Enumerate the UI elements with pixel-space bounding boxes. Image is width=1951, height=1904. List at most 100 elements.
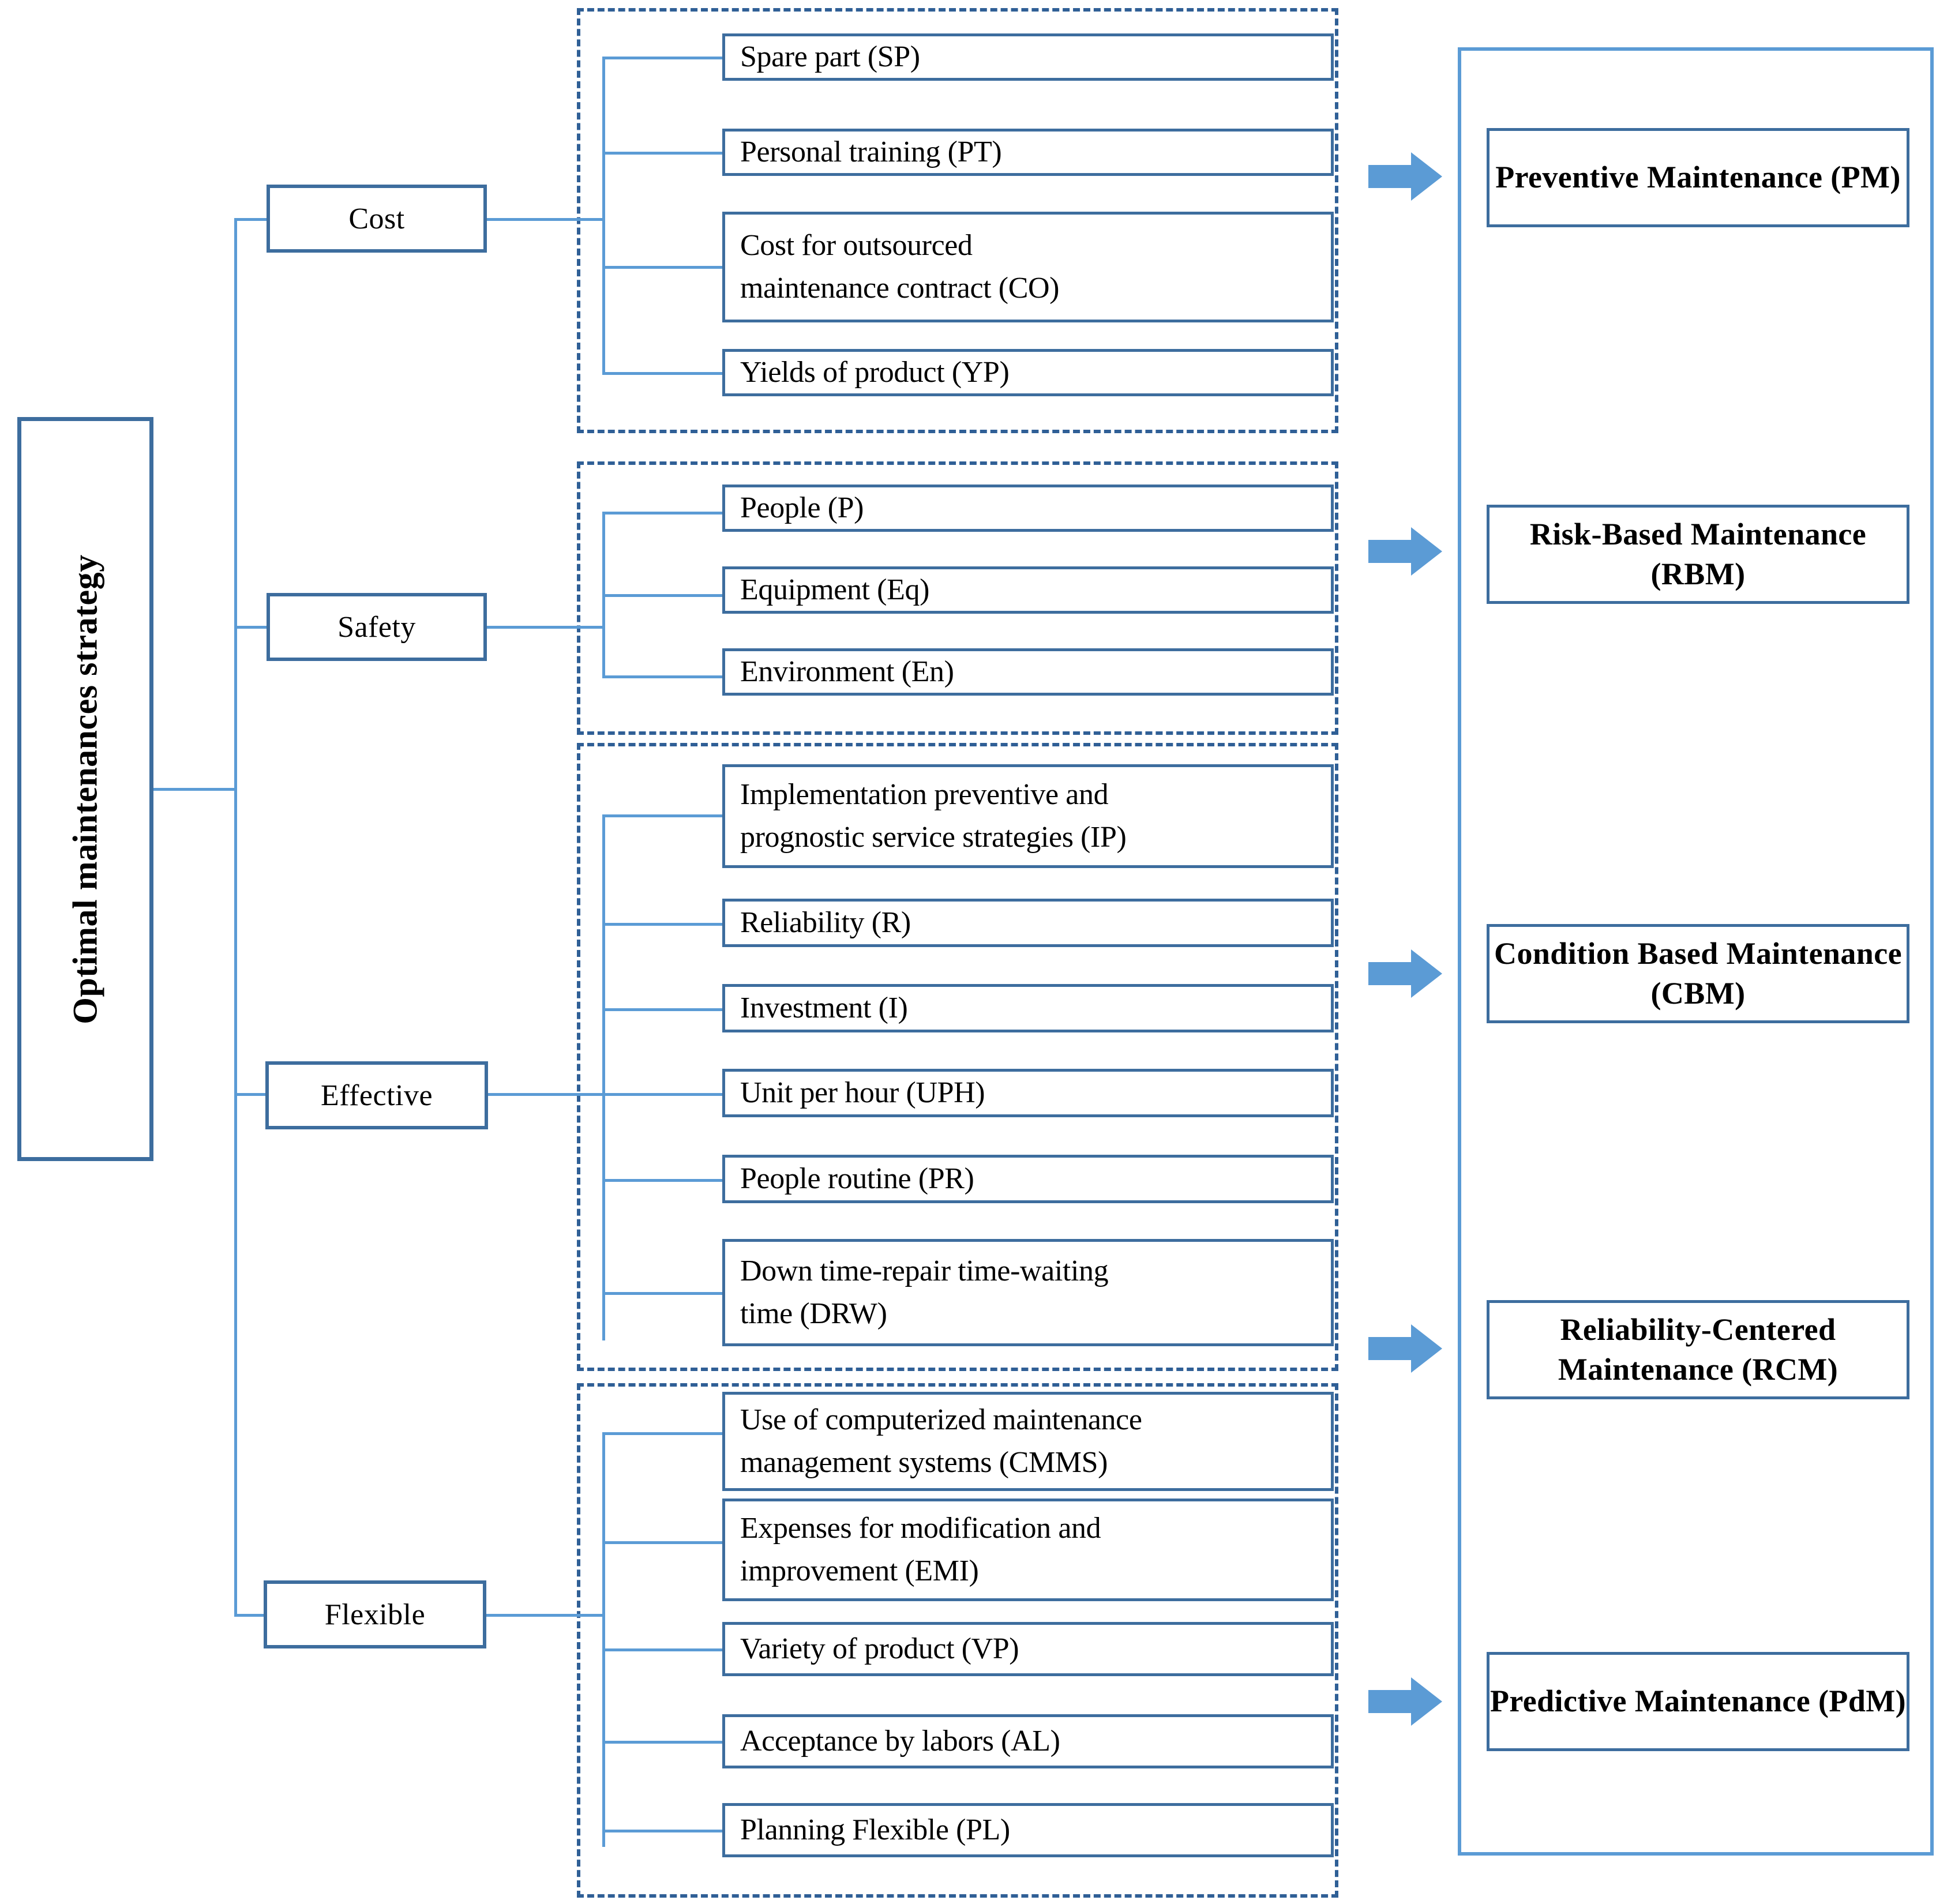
connector-safety-branch-2 [602, 594, 725, 597]
criteria-box-yields-of-product: Yields of product (YP) [722, 349, 1334, 396]
criteria-box-cost-outsourced-text: Cost for outsourced maintenance contract… [740, 224, 1059, 310]
connector-to-safety [234, 626, 268, 629]
connector-root-stem [153, 788, 237, 791]
criteria-box-people: People (P) [722, 485, 1334, 532]
criteria-box-cmms: Use of computerized maintenance manageme… [722, 1392, 1334, 1491]
criteria-box-acceptance-by-labors-line1: Acceptance by labors (AL) [740, 1725, 1060, 1758]
root-node-optimal-maintenances-strategy: Optimal maintenances strategy [17, 417, 153, 1161]
arrow-to-condition-based-maintenance [1368, 946, 1443, 1001]
criteria-box-people-routine: People routine (PR) [722, 1155, 1334, 1203]
connector-effective-branch-4 [602, 1093, 725, 1096]
criteria-box-down-time-repair-line1: Down time-repair time-waiting [740, 1255, 1109, 1288]
connector-effective-branch-3 [602, 1008, 725, 1011]
strategy-box-reliability-centered-maintenance-line1: Reliability-Centered [1560, 1312, 1836, 1347]
strategy-box-predictive-maintenance-line1: Predictive [1489, 1684, 1627, 1719]
connector-effective-branch-2 [602, 923, 725, 926]
connector-cost-spine [602, 57, 605, 375]
criteria-box-equipment: Equipment (Eq) [722, 566, 1334, 614]
connector-cost-branch-1 [602, 57, 725, 59]
criteria-box-expenses-modification-line1: Expenses for modification and [740, 1512, 1101, 1545]
criterion-node-safety: Safety [267, 593, 487, 661]
connector-to-effective [234, 1093, 268, 1096]
criteria-box-equipment-line1: Equipment (Eq) [740, 573, 929, 607]
strategy-box-reliability-centered-maintenance-line2: Maintenance (RCM) [1558, 1352, 1839, 1387]
criteria-box-implementation-preventive-text: Implementation preventive and prognostic… [740, 773, 1127, 859]
group-frame-safety [577, 461, 1338, 735]
criteria-box-investment: Investment (I) [722, 984, 1334, 1032]
connector-cost-branch-2 [602, 152, 725, 155]
group-frame-effective [577, 743, 1338, 1371]
connector-flexible-branch-2 [602, 1541, 725, 1544]
criteria-box-investment-line1: Investment (I) [740, 992, 908, 1025]
strategies-outer-frame [1458, 47, 1934, 1856]
criteria-box-planning-flexible: Planning Flexible (PL) [722, 1803, 1334, 1857]
connector-cost-stem [487, 218, 605, 221]
criteria-box-acceptance-by-labors: Acceptance by labors (AL) [722, 1714, 1334, 1768]
criteria-box-people-line1: People (P) [740, 491, 864, 525]
criterion-node-effective: Effective [265, 1061, 488, 1129]
arrow-to-predictive-maintenance [1368, 1674, 1443, 1729]
arrow-to-preventive-maintenance [1368, 149, 1443, 204]
criteria-box-cmms-text: Use of computerized maintenance manageme… [740, 1399, 1142, 1484]
strategy-box-condition-based-maintenance-line1: Condition Based [1494, 936, 1719, 971]
criteria-box-cmms-line1: Use of computerized maintenance [740, 1403, 1142, 1437]
criteria-box-variety-of-product-line1: Variety of product (VP) [740, 1632, 1019, 1666]
connector-safety-branch-3 [602, 675, 725, 678]
strategy-box-condition-based-maintenance-text: Condition Based Maintenance (CBM) [1489, 934, 1907, 1013]
criteria-box-cost-outsourced-line1: Cost for outsourced [740, 229, 973, 262]
criterion-node-safety-label: Safety [337, 610, 416, 644]
criteria-box-down-time-repair-text: Down time-repair time-waiting time (DRW) [740, 1250, 1109, 1335]
criterion-node-effective-label: Effective [320, 1079, 433, 1112]
criteria-box-yields-of-product-line1: Yields of product (YP) [740, 356, 1010, 389]
strategy-box-preventive-maintenance-line2: Maintenance (PM) [1647, 160, 1901, 195]
criteria-box-implementation-preventive: Implementation preventive and prognostic… [722, 764, 1334, 868]
criteria-box-unit-per-hour: Unit per hour (UPH) [722, 1069, 1334, 1117]
criteria-box-cmms-line2: management systems (CMMS) [740, 1446, 1108, 1479]
criteria-box-spare-part: Spare part (SP) [722, 33, 1334, 81]
criterion-node-flexible-label: Flexible [324, 1598, 426, 1631]
connector-effective-spine [602, 814, 605, 1340]
connector-flexible-branch-4 [602, 1741, 725, 1744]
connector-effective-stem [488, 1093, 605, 1096]
strategy-box-condition-based-maintenance: Condition Based Maintenance (CBM) [1487, 924, 1909, 1023]
connector-flexible-spine [602, 1432, 605, 1847]
criteria-box-people-routine-line1: People routine (PR) [740, 1162, 974, 1196]
criteria-box-cost-outsourced: Cost for outsourced maintenance contract… [722, 212, 1334, 322]
connector-cost-branch-4 [602, 372, 725, 375]
criterion-node-cost-label: Cost [348, 202, 405, 235]
criteria-box-implementation-preventive-line1: Implementation preventive and [740, 778, 1109, 812]
root-node-label: Optimal maintenances strategy [66, 554, 104, 1024]
criteria-box-variety-of-product: Variety of product (VP) [722, 1622, 1334, 1676]
strategy-box-predictive-maintenance-line2: Maintenance (PdM) [1634, 1684, 1907, 1719]
connector-main-spine [234, 218, 237, 1616]
criterion-node-flexible: Flexible [264, 1580, 486, 1648]
criteria-box-reliability-line1: Reliability (R) [740, 906, 911, 940]
connector-effective-branch-1 [602, 814, 725, 817]
criteria-box-planning-flexible-line1: Planning Flexible (PL) [740, 1813, 1010, 1847]
connector-safety-branch-1 [602, 512, 725, 515]
strategy-box-predictive-maintenance: Predictive Maintenance (PdM) [1487, 1652, 1909, 1751]
strategy-box-condition-based-maintenance-line2: Maintenance (CBM) [1650, 936, 1902, 1011]
strategy-box-reliability-centered-maintenance: Reliability-Centered Maintenance (RCM) [1487, 1300, 1909, 1399]
criteria-box-expenses-modification-text: Expenses for modification and improvemen… [740, 1507, 1101, 1593]
criteria-box-personal-training: Personal training (PT) [722, 129, 1334, 176]
criteria-box-unit-per-hour-line1: Unit per hour (UPH) [740, 1076, 985, 1110]
connector-flexible-branch-5 [602, 1830, 725, 1832]
criteria-box-down-time-repair: Down time-repair time-waiting time (DRW) [722, 1239, 1334, 1346]
connector-flexible-branch-3 [602, 1648, 725, 1651]
criteria-box-expenses-modification-line2: improvement (EMI) [740, 1554, 979, 1587]
strategy-box-risk-based-maintenance-line2: Maintenance (RBM) [1650, 516, 1867, 591]
criteria-box-cost-outsourced-line2: maintenance contract (CO) [740, 272, 1060, 305]
connector-effective-branch-6 [602, 1292, 725, 1295]
criteria-box-spare-part-line1: Spare part (SP) [740, 40, 920, 74]
arrow-to-reliability-centered-maintenance [1368, 1321, 1443, 1376]
criteria-box-environment-line1: Environment (En) [740, 655, 954, 689]
strategy-box-predictive-maintenance-text: Predictive Maintenance (PdM) [1490, 1681, 1906, 1721]
arrow-to-risk-based-maintenance [1368, 524, 1443, 579]
strategy-box-preventive-maintenance-text: Preventive Maintenance (PM) [1495, 157, 1901, 197]
strategy-box-preventive-maintenance-line1: Preventive [1495, 160, 1639, 195]
connector-effective-branch-5 [602, 1179, 725, 1182]
group-frame-flexible [577, 1383, 1338, 1898]
criteria-box-personal-training-line1: Personal training (PT) [740, 136, 1002, 169]
